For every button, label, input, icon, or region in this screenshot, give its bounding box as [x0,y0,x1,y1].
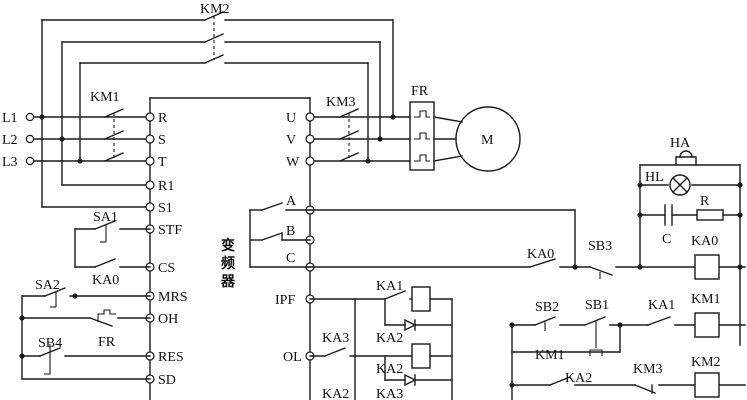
inverter-relay-terminals: A B C IPF OL [275,194,315,365]
terminal-u-label: U [286,111,296,126]
terminal-b-label: B [286,224,295,239]
ka3-ol-label: KA3 [322,331,349,346]
terminal-t-label: T [158,155,167,170]
terminal-sd-label: SD [158,373,176,388]
ka1-km1-label: KA1 [648,298,675,313]
relay-internal-contacts [249,202,311,268]
ka0-sa1-label: KA0 [92,273,119,288]
inverter-control-terminals: STF CS MRS OH RES SD [145,223,188,388]
km1-seal-label: KM1 [535,348,565,363]
inverter-name-3: 器 [220,274,236,290]
fr-oh-label: FR [98,335,116,350]
motor-label: M [481,133,494,148]
c-label: C [662,232,671,247]
control-switch-wiring [19,220,151,380]
terminal-s-label: S [158,133,166,148]
km1-coil-label: KM1 [691,292,721,307]
ka0-sb3-label: KA0 [527,247,554,262]
component-labels: KM2 KM1 KM3 FR SA1 KA0 SA2 FR SB4 HA HL … [35,2,721,400]
power-wiring [29,11,463,208]
sb4-label: SB4 [38,336,62,351]
ha-label: HA [670,136,691,151]
km1-label: KM1 [90,90,120,105]
terminal-mrs-label: MRS [158,290,188,305]
r-label: R [700,194,710,209]
terminal-s1-label: S1 [158,201,173,216]
terminal-ol-label: OL [283,350,302,365]
ka2-km2-label: KA2 [565,371,592,386]
km3-label: KM3 [326,95,356,110]
terminal-ipf-label: IPF [275,293,295,308]
inverter-name-2: 频 [221,255,235,272]
inverter-input-terminals: R S T R1 S1 [145,111,174,216]
motor: M [455,106,521,172]
sb3-label: SB3 [588,239,612,254]
ka2-ipf-label: KA2 [376,331,403,346]
sa1-label: SA1 [93,210,118,225]
terminal-r1-label: R1 [158,179,174,194]
hl-label: HL [645,170,664,185]
supply-l3-label: L3 [2,155,18,170]
sa2-label: SA2 [35,278,60,293]
terminal-oh-label: OH [158,312,178,327]
ka1-ipf-label: KA1 [376,279,403,294]
supply-terminals: L1 L2 L3 [2,111,35,170]
ka0-coil-label: KA0 [691,234,718,249]
km2-label: KM2 [200,2,230,17]
right-control-wiring [309,150,746,400]
ka2-bottom-label: KA2 [322,387,349,400]
terminal-v-label: V [286,133,296,148]
supply-l1-label: L1 [2,111,18,126]
terminal-stf-label: STF [158,223,182,238]
terminal-a-label: A [286,194,297,209]
inverter-body: 变 频 器 [149,97,311,400]
inverter-name-1: 变 [221,237,235,254]
km2-coil-label: KM2 [691,355,721,370]
terminal-c-label: C [286,251,295,266]
supply-l2-label: L2 [2,133,18,148]
terminal-cs-label: CS [158,261,175,276]
terminal-w-label: W [286,155,300,170]
terminal-r-label: R [158,111,168,126]
junction-dots [39,114,743,388]
terminal-res-label: RES [158,350,184,365]
sb1-label: SB1 [585,298,609,313]
inverter-output-terminals: U V W [286,111,315,170]
sb2-label: SB2 [535,300,559,315]
ka3-bottom-label: KA3 [376,387,403,400]
fr-label: FR [411,84,429,99]
km3-km2-label: KM3 [633,362,663,377]
ka2-ol-label: KA2 [376,362,403,377]
